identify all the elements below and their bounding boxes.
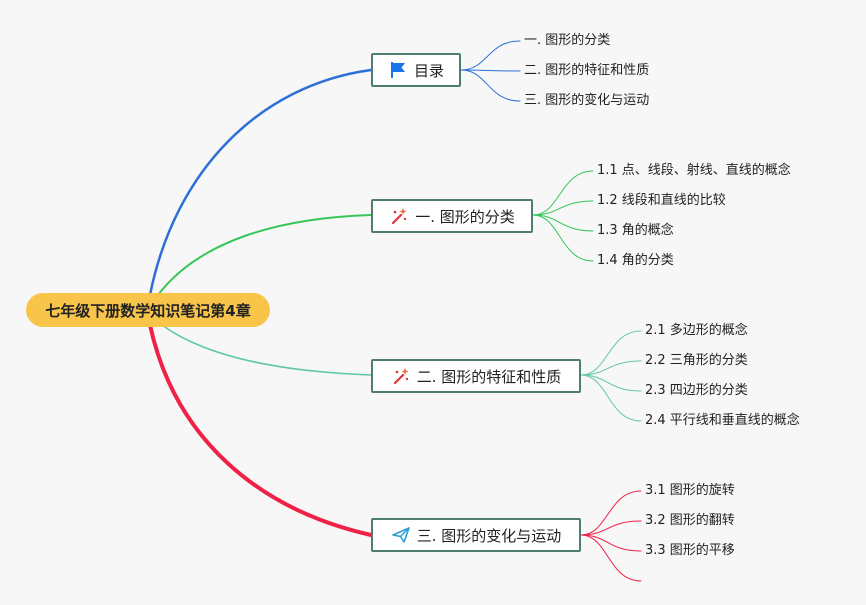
leaf-link-classification-4	[532, 214, 594, 262]
leaf-2-3[interactable]: 2.3 四边形的分类	[645, 383, 748, 398]
leaf-toc-2[interactable]: 二. 图形的特征和性质	[524, 63, 650, 78]
root-link-classification	[157, 214, 372, 296]
sparkle-wand-icon	[389, 206, 409, 226]
flag-icon	[388, 60, 408, 80]
leaf-2-1[interactable]: 2.1 多边形的概念	[645, 323, 748, 338]
leaf-link-transformation-3	[580, 534, 642, 552]
leaf-link-toc-2	[460, 69, 521, 72]
leaf-link-toc-1	[460, 40, 521, 71]
leaf-link-classification-2	[532, 200, 594, 216]
leaf-2-4[interactable]: 2.4 平行线和垂直线的概念	[645, 413, 800, 428]
leaf-3-1[interactable]: 3.1 图形的旋转	[645, 483, 735, 498]
leaf-link-transformation-4	[580, 534, 642, 582]
branch-classification[interactable]: 一. 图形的分类	[371, 199, 533, 233]
leaf-1-3[interactable]: 1.3 角的概念	[597, 223, 674, 238]
leaf-link-properties-4	[580, 374, 642, 422]
leaf-toc-3[interactable]: 三. 图形的变化与运动	[524, 93, 650, 108]
root-topic-label: 七年级下册数学知识笔记第4章	[45, 301, 251, 320]
root-link-transformation	[148, 323, 373, 537]
leaf-link-properties-3	[580, 374, 642, 392]
root-link-properties	[161, 324, 372, 376]
branch-transformation[interactable]: 三. 图形的变化与运动	[371, 518, 581, 552]
branch-classification-label: 一. 图形的分类	[415, 207, 515, 226]
leaf-1-2[interactable]: 1.2 线段和直线的比较	[597, 193, 726, 208]
leaf-link-properties-1	[580, 330, 642, 376]
leaf-3-2[interactable]: 3.2 图形的翻转	[645, 513, 735, 528]
branch-toc[interactable]: 目录	[371, 53, 461, 87]
leaf-toc-1[interactable]: 一. 图形的分类	[524, 33, 611, 48]
leaf-link-transformation-2	[580, 520, 642, 536]
leaf-3-3[interactable]: 3.3 图形的平移	[645, 543, 735, 558]
leaf-1-4[interactable]: 1.4 角的分类	[597, 253, 674, 268]
leaf-link-transformation-1	[580, 490, 642, 536]
branch-toc-label: 目录	[413, 61, 444, 80]
leaf-link-properties-2	[580, 360, 642, 376]
leaf-2-2[interactable]: 2.2 三角形的分类	[645, 353, 748, 368]
branch-properties-label: 二. 图形的特征和性质	[416, 367, 562, 386]
leaf-link-classification-1	[532, 170, 594, 216]
sparkle-wand-icon	[391, 366, 411, 386]
root-link-toc	[148, 68, 373, 297]
paper-plane-icon	[391, 525, 411, 545]
leaf-link-toc-3	[460, 69, 521, 102]
root-topic[interactable]: 七年级下册数学知识笔记第4章	[26, 293, 270, 327]
branch-transformation-label: 三. 图形的变化与运动	[416, 526, 562, 545]
branch-properties[interactable]: 二. 图形的特征和性质	[371, 359, 581, 393]
leaf-1-1[interactable]: 1.1 点、线段、射线、直线的概念	[597, 163, 791, 178]
leaf-link-classification-3	[532, 214, 594, 232]
